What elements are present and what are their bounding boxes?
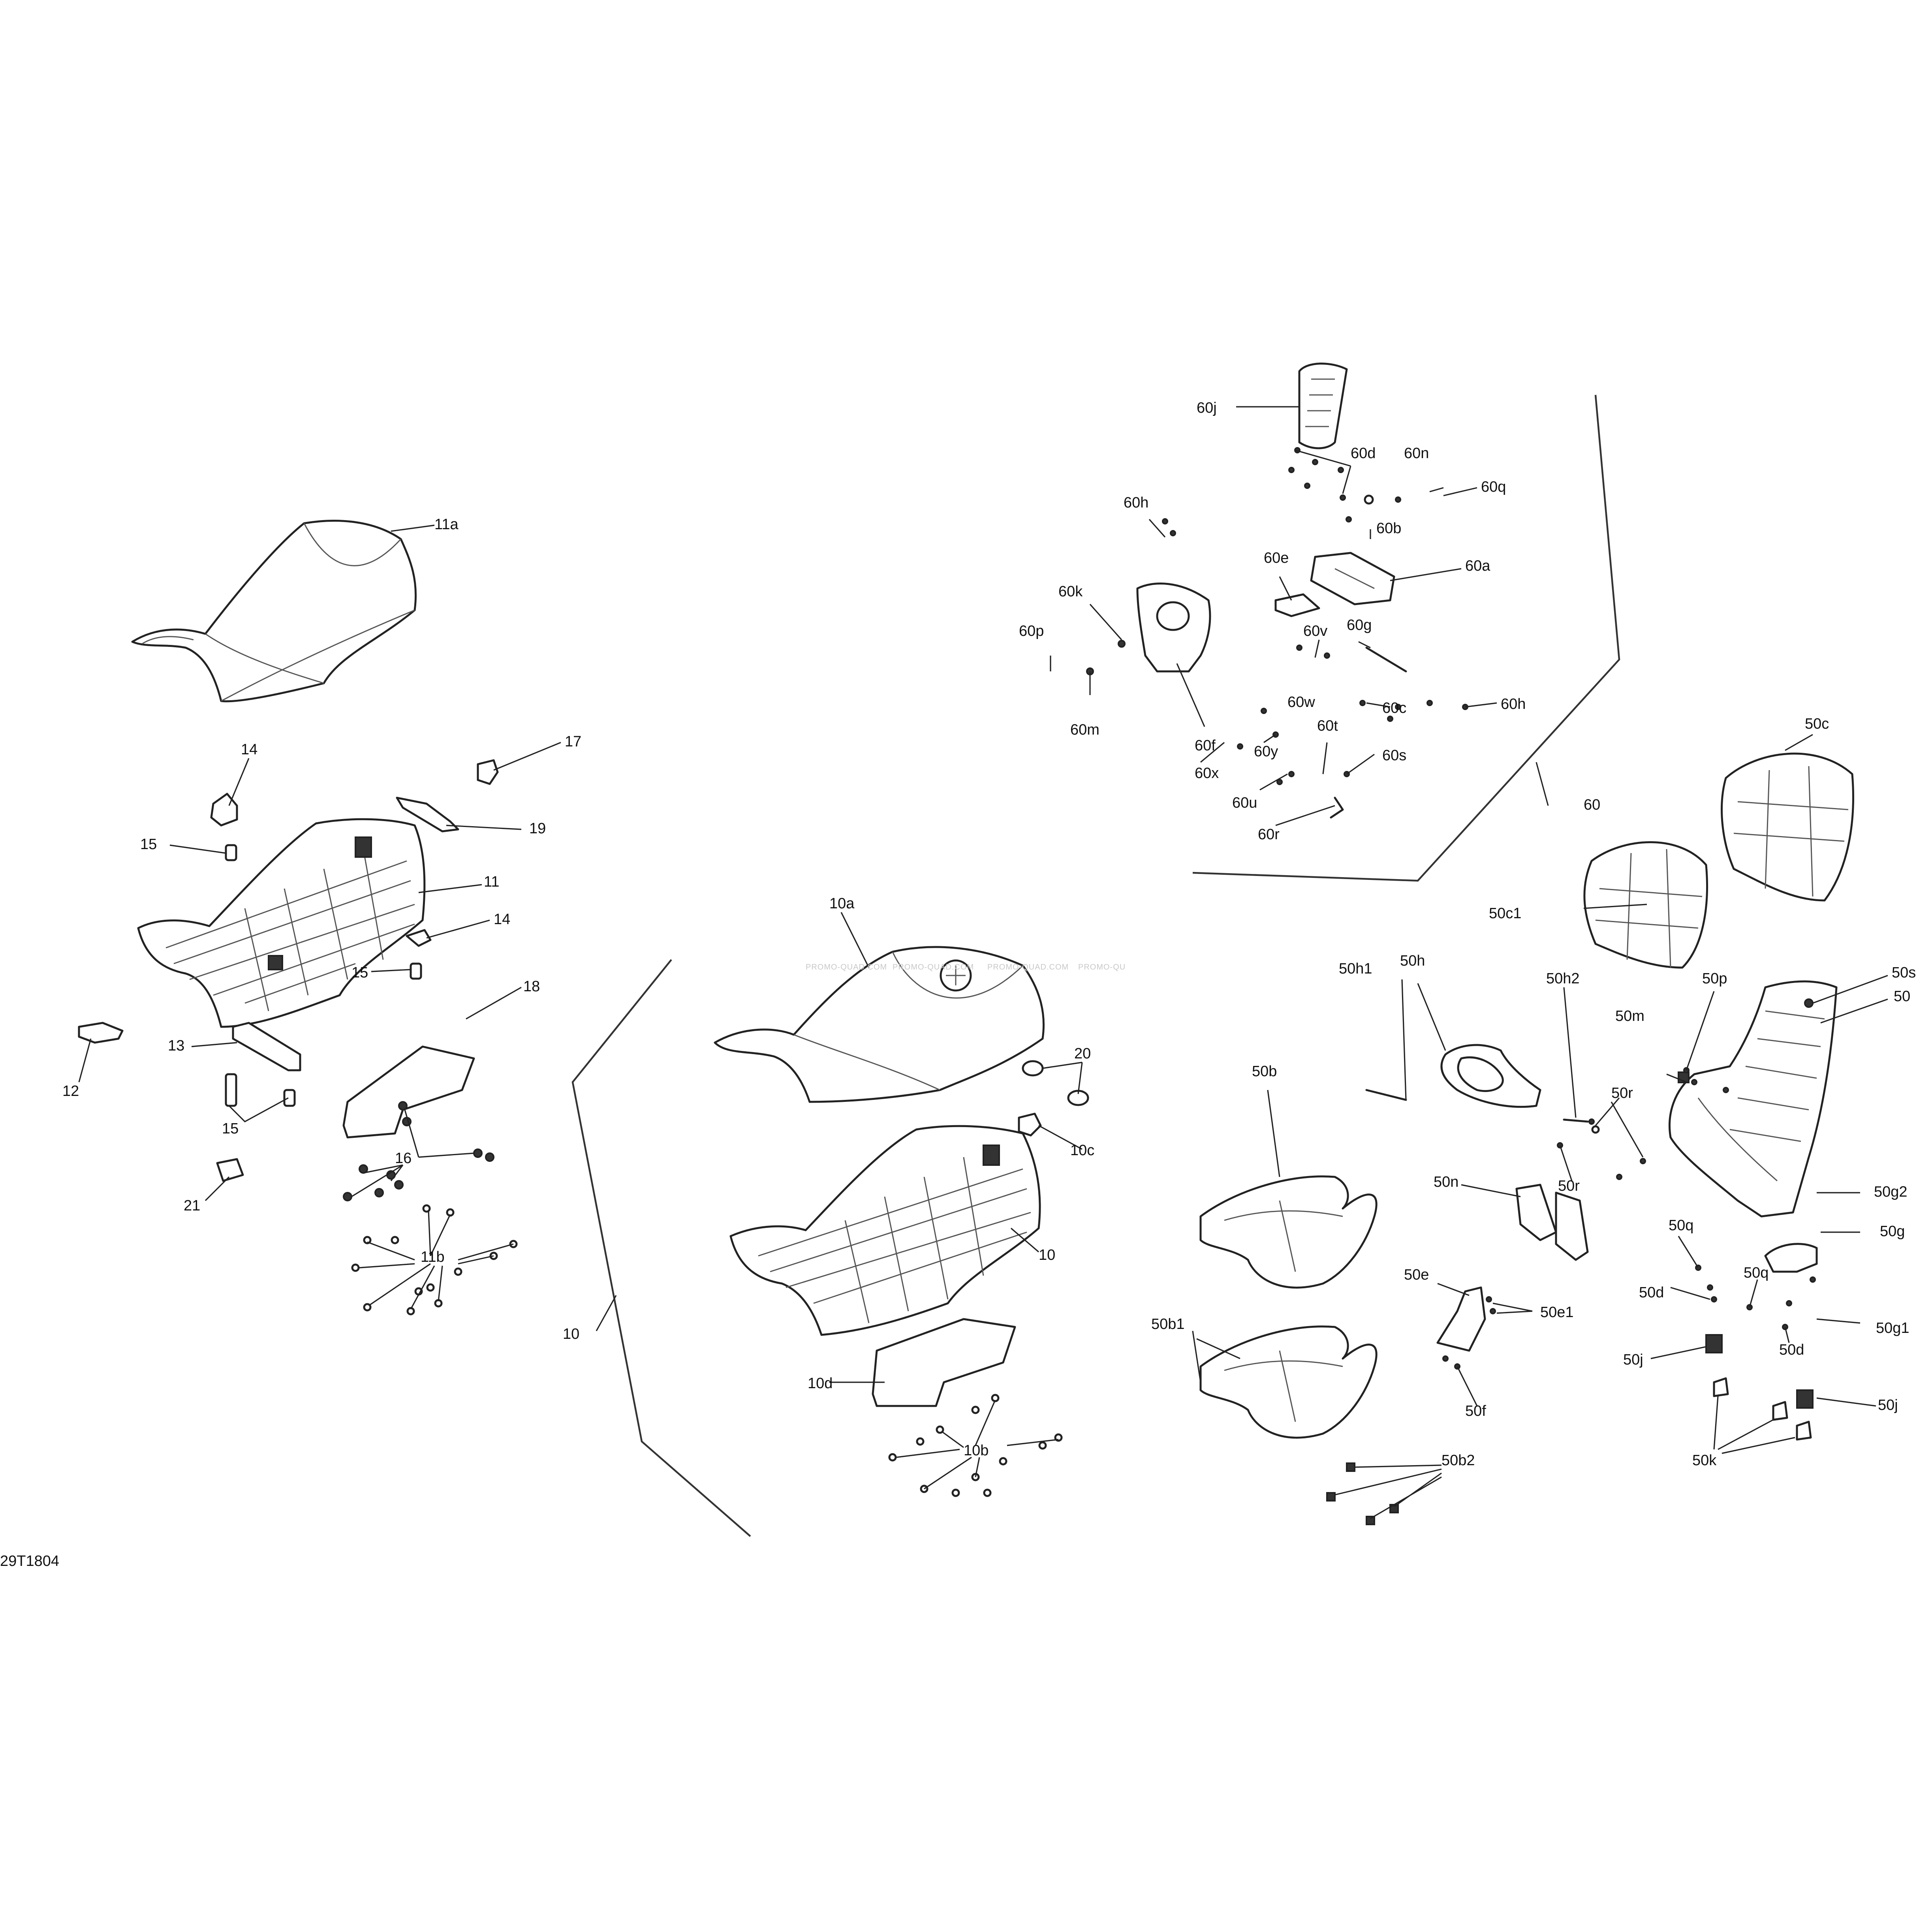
- callout-50g1: 50g1: [1876, 1320, 1909, 1336]
- leader-lines: [78, 406, 1888, 1519]
- callout-50r: 50r: [1558, 1178, 1580, 1194]
- drawing-reference: 29T1804: [0, 1553, 59, 1569]
- callout-19: 19: [529, 820, 546, 837]
- callout-50d: 50d: [1779, 1342, 1804, 1358]
- callout-60v: 60v: [1303, 623, 1327, 639]
- seat-base-10: [729, 1125, 1041, 1336]
- callout-15: 15: [222, 1120, 239, 1137]
- callout-12: 12: [62, 1083, 79, 1099]
- callout-50b1: 50b1: [1151, 1316, 1185, 1332]
- callout-50m: 50m: [1615, 1008, 1644, 1024]
- backrest-frame-50: [1669, 980, 1838, 1218]
- callout-50b: 50b: [1252, 1063, 1277, 1080]
- callout-10: 10: [563, 1326, 579, 1342]
- small-parts-left: [78, 759, 518, 1316]
- svg-text:PROMO-QU: PROMO-QU: [1078, 963, 1126, 972]
- callout-60c: 60c: [1382, 700, 1406, 716]
- watermark: PROMO-QUAD.COM PROMO-QUAD.COM PROMO-QUAD…: [806, 963, 1126, 972]
- callout-21: 21: [184, 1197, 200, 1214]
- callout-50g2: 50g2: [1874, 1184, 1908, 1200]
- callout-50p: 50p: [1702, 970, 1727, 987]
- callout-50f: 50f: [1465, 1403, 1486, 1419]
- callout-60b: 60b: [1376, 520, 1401, 537]
- callout-50e1: 50e1: [1540, 1304, 1574, 1321]
- callout-17: 17: [565, 733, 581, 750]
- callout-60h: 60h: [1501, 696, 1526, 712]
- callout-60q: 60q: [1481, 479, 1506, 495]
- armrests-50b: [1199, 1175, 1378, 1439]
- callout-50q: 50q: [1744, 1265, 1768, 1281]
- backrest-assembly-60: [1086, 363, 1468, 819]
- callout-14: 14: [494, 911, 510, 928]
- callout-50c: 50c: [1805, 716, 1829, 732]
- callout-50h1: 50h1: [1339, 960, 1372, 977]
- callout-50q: 50q: [1669, 1217, 1693, 1234]
- callout-60h: 60h: [1124, 494, 1148, 511]
- callout-60n: 60n: [1404, 445, 1429, 462]
- callout-15: 15: [351, 964, 368, 981]
- callout-11b: 11b: [421, 1249, 445, 1265]
- callout-60k: 60k: [1058, 583, 1083, 600]
- seat-cover-10a: [714, 946, 1045, 1103]
- callout-60t: 60t: [1317, 718, 1338, 734]
- callout-60w: 60w: [1287, 694, 1315, 710]
- svg-text:PROMO-QUAD.COM: PROMO-QUAD.COM: [893, 963, 974, 972]
- callout-60a: 60a: [1465, 558, 1490, 574]
- callout-50j: 50j: [1878, 1397, 1898, 1413]
- callout-50e: 50e: [1404, 1267, 1429, 1283]
- callout-60s: 60s: [1382, 747, 1406, 764]
- callout-50d: 50d: [1639, 1284, 1664, 1301]
- callout-10c: 10c: [1070, 1142, 1094, 1159]
- callout-50c1: 50c1: [1489, 905, 1521, 922]
- callout-10a: 10a: [829, 895, 855, 912]
- screws-11b: [351, 1204, 518, 1316]
- assembly-group-lines: [571, 395, 1620, 1537]
- callout-60x: 60x: [1195, 765, 1219, 782]
- callout-60f: 60f: [1195, 737, 1216, 754]
- callout-15: 15: [140, 836, 157, 853]
- svg-text:PROMO-QUAD.COM: PROMO-QUAD.COM: [806, 963, 887, 972]
- callout-60d: 60d: [1351, 445, 1376, 462]
- callout-50j: 50j: [1623, 1351, 1643, 1368]
- callout-50h: 50h: [1400, 953, 1425, 969]
- callout-60j: 60j: [1197, 400, 1217, 416]
- callout-60e: 60e: [1264, 550, 1289, 566]
- callout-60r: 60r: [1258, 826, 1280, 843]
- callout-10b: 10b: [964, 1442, 989, 1459]
- callout-labels: 11a 14 17 19 15 11 14 15 18 13 12 15 16 …: [62, 400, 1916, 1469]
- callout-50g: 50g: [1880, 1223, 1905, 1240]
- callout-14: 14: [241, 741, 257, 758]
- svg-text:PROMO-QUAD.COM: PROMO-QUAD.COM: [987, 963, 1069, 972]
- small-parts-right: [1326, 998, 1818, 1525]
- callout-60p: 60p: [1019, 623, 1044, 639]
- callout-50b2: 50b2: [1441, 1452, 1475, 1469]
- seat-base-11: [137, 818, 426, 1028]
- callout-10: 10: [1039, 1247, 1055, 1263]
- callout-50n: 50n: [1434, 1174, 1458, 1190]
- callout-50k: 50k: [1692, 1452, 1717, 1469]
- callout-50h2: 50h2: [1546, 970, 1580, 987]
- callout-18: 18: [523, 978, 540, 995]
- callout-60: 60: [1584, 797, 1600, 813]
- callout-50: 50: [1894, 988, 1910, 1005]
- callout-11: 11: [484, 874, 499, 890]
- callout-60m: 60m: [1070, 722, 1099, 738]
- callout-16: 16: [395, 1150, 412, 1167]
- seat-cover-11a: [131, 520, 417, 703]
- callout-20: 20: [1074, 1045, 1091, 1062]
- callout-60y: 60y: [1254, 743, 1278, 760]
- callout-50s: 50s: [1892, 964, 1916, 981]
- backrest-pads-50c: [1583, 752, 1854, 969]
- callout-13: 13: [168, 1037, 184, 1054]
- callout-60g: 60g: [1347, 617, 1372, 633]
- callout-10d: 10d: [808, 1375, 833, 1392]
- nuts-16: [343, 1101, 494, 1201]
- callout-11a: 11a: [434, 516, 459, 533]
- callout-60u: 60u: [1232, 795, 1257, 811]
- callout-50r: 50r: [1611, 1085, 1633, 1101]
